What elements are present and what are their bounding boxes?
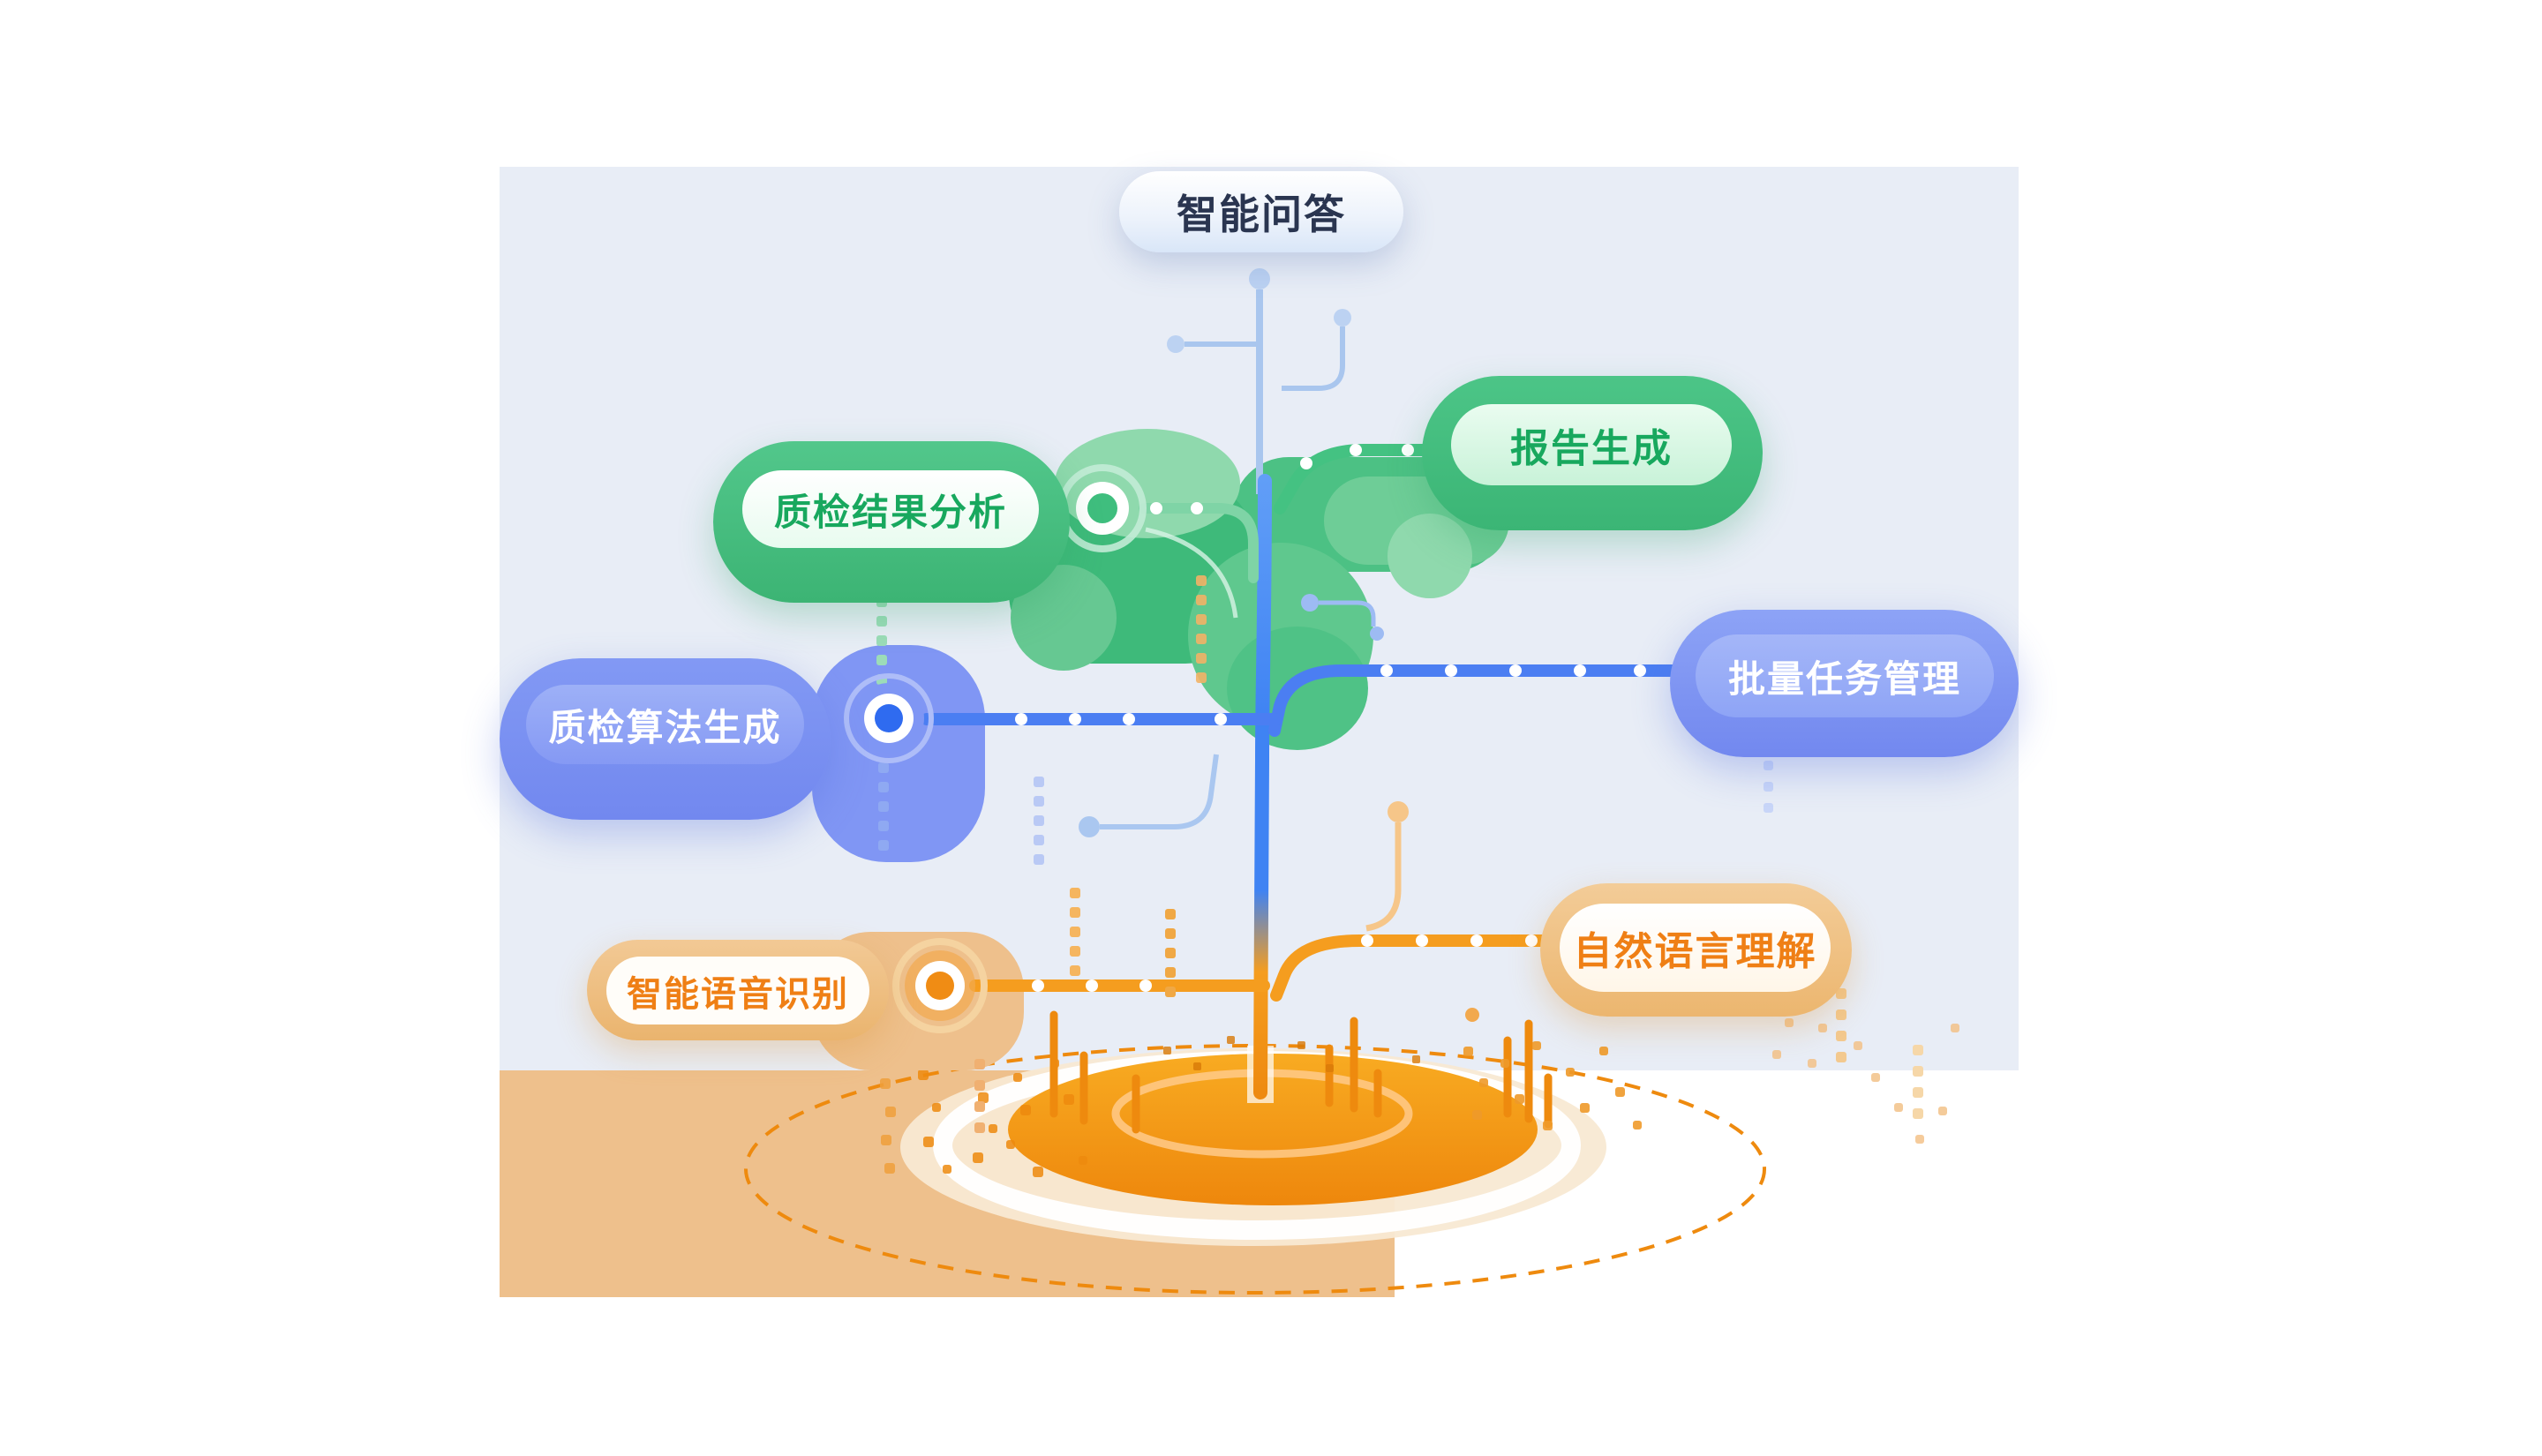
- node-intelligent-qa-label: 智能问答: [1177, 191, 1346, 237]
- algorithm-node-blob: [812, 645, 985, 862]
- node-batch-task-management-pill: 批量任务管理: [1696, 634, 1994, 717]
- node-natural-language-understanding-pill: 自然语言理解: [1560, 904, 1831, 992]
- dashed-orbit-ring: [744, 1044, 1766, 1295]
- nlu-branch: [1270, 934, 1566, 1002]
- analysis-branch: [1139, 503, 1259, 583]
- node-natural-language-understanding-label: 自然语言理解: [1573, 930, 1817, 973]
- node-report-generation-label: 报告生成: [1510, 427, 1673, 470]
- algorithm-node-icon: [844, 673, 934, 763]
- node-inspection-algorithm-generation-pill: 质检算法生成: [526, 685, 804, 764]
- node-intelligent-qa: 智能问答: [1119, 171, 1403, 252]
- tree-trunk: [1247, 474, 1274, 1103]
- branch-dots: [1015, 444, 1646, 992]
- tree-canopy: [1009, 429, 1509, 750]
- asr-node-icon: [892, 938, 988, 1033]
- mini-circuits: [1079, 594, 1409, 932]
- node-report-generation-pill: 报告生成: [1451, 404, 1732, 485]
- node-inspection-result-analysis-label: 质检结果分析: [773, 491, 1007, 533]
- node-intelligent-speech-recognition-label: 智能语音识别: [627, 974, 849, 1014]
- node-inspection-algorithm-generation-label: 质检算法生成: [548, 706, 782, 748]
- analysis-node-icon: [1058, 464, 1147, 552]
- qa-circuit: [1167, 268, 1351, 494]
- node-batch-task-management-label: 批量任务管理: [1727, 657, 1961, 700]
- batch-branch: [1268, 664, 1702, 737]
- node-inspection-result-analysis-pill: 质检结果分析: [742, 470, 1039, 548]
- dash-columns: [876, 575, 1923, 1133]
- node-intelligent-speech-recognition-pill: 智能语音识别: [606, 957, 869, 1024]
